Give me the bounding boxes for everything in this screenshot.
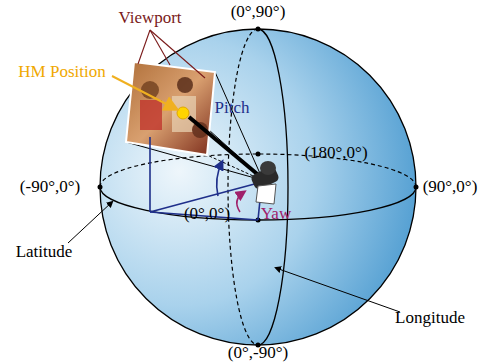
hm-position-label: HM Position — [18, 63, 105, 82]
coordinate-label: (0°,0°) — [184, 205, 230, 224]
coordinate-label: (90°,0°) — [423, 178, 478, 197]
yaw-label: Yaw — [261, 205, 291, 224]
axis-label: Latitude — [16, 243, 73, 262]
pitch-label: Pitch — [215, 99, 250, 118]
coordinate-label: (-90°,0°) — [20, 178, 80, 197]
axis-label: Longitude — [395, 309, 465, 328]
pole-label: (0°,-90°) — [228, 344, 288, 363]
pole-label: (0°,90°) — [231, 3, 286, 22]
coordinate-label: (180°,0°) — [304, 144, 367, 163]
viewport-label: Viewport — [118, 9, 181, 28]
